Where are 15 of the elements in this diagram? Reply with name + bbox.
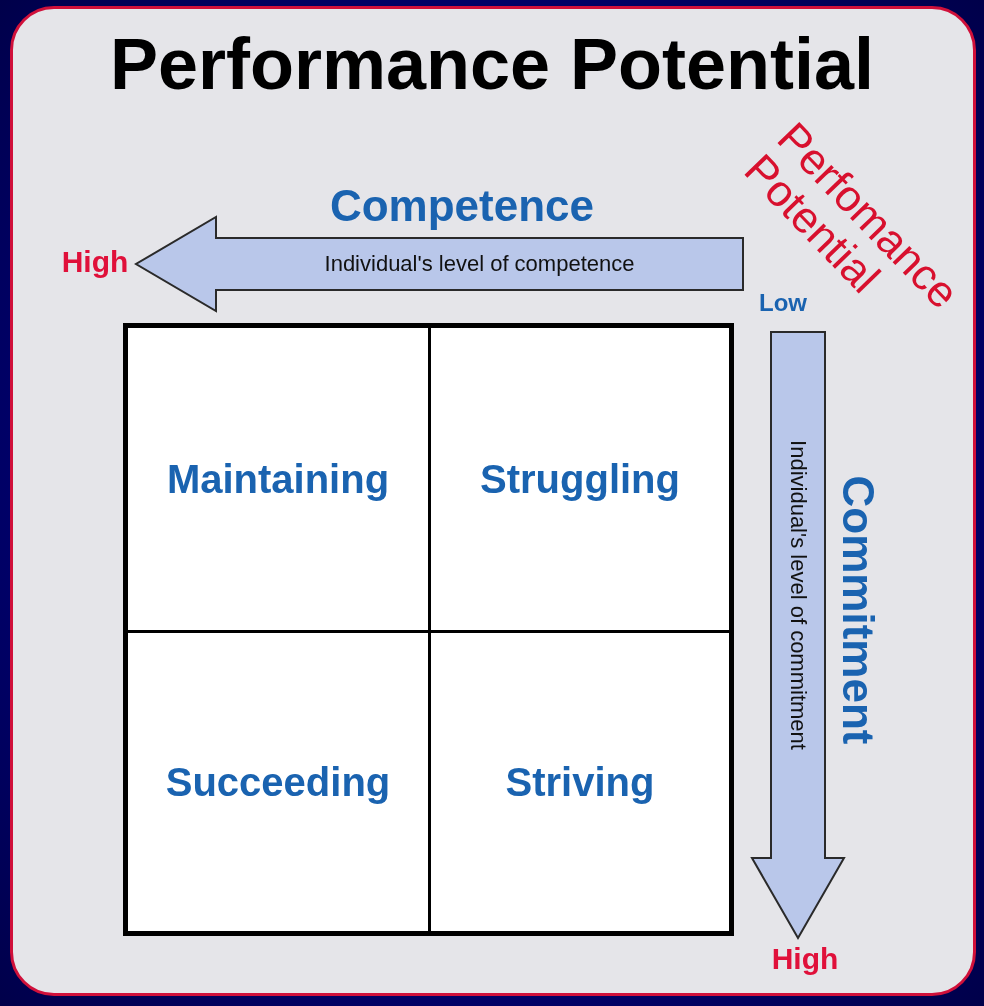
edge-label: Individual's level of commitment <box>787 440 809 750</box>
quadrant-label: Struggling <box>480 457 680 501</box>
quadrant-label: Maintaining <box>166 457 390 501</box>
block-arrow <box>134 215 744 313</box>
title: Performance Potential <box>108 28 876 100</box>
axis-end-label: High <box>771 941 839 975</box>
quadrant-label: Striving <box>505 760 655 804</box>
axis-title: Commitment <box>834 475 882 745</box>
axis-title: Competence <box>329 182 595 230</box>
quadrant-cell <box>128 328 431 633</box>
axis-end-label: High <box>61 244 129 278</box>
edge-label: Individual's level of competence <box>324 253 635 275</box>
quadrant-grid <box>123 323 734 936</box>
block-arrow <box>750 331 846 940</box>
quadrant-label: Succeeding <box>165 760 391 804</box>
